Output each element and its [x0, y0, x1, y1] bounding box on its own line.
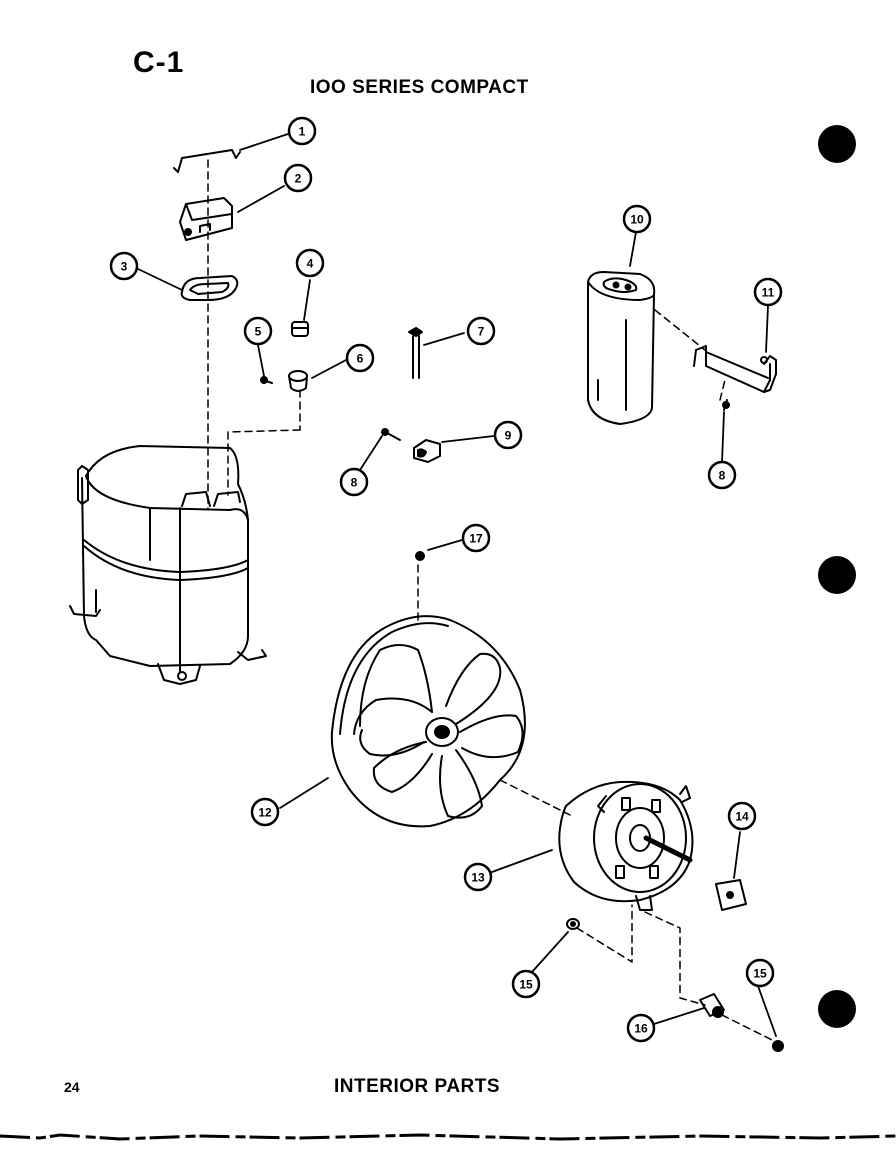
callout-circle: [461, 523, 491, 553]
callout-circle: [707, 460, 737, 490]
callout-15: 15: [745, 958, 775, 988]
bracket: [693, 345, 777, 393]
callout-circle: [727, 801, 757, 831]
callout-label: 6: [357, 352, 364, 366]
alignment-lines: [207, 159, 773, 1041]
binder-hole: [818, 125, 856, 163]
callout-10: 10: [622, 204, 652, 234]
retainer-clip: [173, 149, 241, 173]
callout-5: 5: [243, 316, 273, 346]
grommet-mount: [699, 993, 725, 1018]
callout-label: 12: [258, 806, 272, 820]
callout-9: 9: [493, 420, 523, 450]
binder-hole: [818, 556, 856, 594]
callout-label: 17: [469, 532, 483, 546]
callout-circle: [339, 467, 369, 497]
plate: [715, 879, 747, 911]
callout-circle: [753, 277, 783, 307]
callout-label: 2: [295, 172, 302, 186]
callout-7: 7: [466, 316, 496, 346]
callout-label: 8: [351, 476, 358, 490]
scan-edge: [0, 1133, 896, 1141]
push-nut: [772, 1040, 784, 1052]
callout-label: 7: [478, 325, 485, 339]
bolt: [408, 327, 423, 379]
callout-14: 14: [727, 801, 757, 831]
callout-label: 11: [762, 286, 775, 300]
callout-label: 3: [121, 260, 128, 274]
callout-circle: [345, 343, 375, 373]
callout-circle: [745, 958, 775, 988]
callout-12: 12: [250, 797, 280, 827]
spacer: [288, 370, 308, 392]
callout-15: 15: [511, 969, 541, 999]
binder-hole: [818, 990, 856, 1028]
callout-circle: [626, 1013, 656, 1043]
callout-1: 1: [287, 116, 317, 146]
sheet-id: C-1: [133, 46, 185, 79]
callout-13: 13: [463, 862, 493, 892]
nut: [566, 918, 580, 930]
clamp: [413, 439, 441, 463]
callout-4: 4: [295, 248, 325, 278]
callout-circle: [250, 797, 280, 827]
screw: [722, 399, 730, 411]
compressor: [69, 445, 267, 685]
terminal-cover: [179, 197, 233, 241]
callout-11: 11: [753, 277, 783, 307]
callout-label: 4: [307, 257, 314, 271]
callout-label: 14: [735, 810, 749, 824]
footer-title: INTERIOR PARTS: [334, 1076, 501, 1097]
callout-label: 9: [505, 429, 512, 443]
callout-2: 2: [283, 163, 313, 193]
callout-circle: [109, 251, 139, 281]
callout-label: 1: [299, 125, 306, 139]
callout-16: 16: [626, 1013, 656, 1043]
callout-label: 15: [519, 978, 533, 992]
fan-motor: [558, 780, 694, 911]
callout-label: 13: [471, 871, 485, 885]
callout-8: 8: [339, 467, 369, 497]
screw: [260, 376, 273, 384]
callout-circle: [463, 862, 493, 892]
leader-lines: [135, 133, 777, 1037]
sheet-title: IOO SERIES COMPACT: [310, 77, 529, 98]
callout-label: 16: [634, 1022, 648, 1036]
callout-circle: [295, 248, 325, 278]
page-number: 24: [64, 1079, 80, 1095]
callout-circle: [493, 420, 523, 450]
callout-circle: [283, 163, 313, 193]
capacitor: [587, 271, 656, 425]
callout-8: 8: [707, 460, 737, 490]
callout-17: 17: [461, 523, 491, 553]
callout-label: 5: [255, 325, 262, 339]
screw: [381, 428, 401, 441]
fan-blade: [330, 551, 526, 828]
callout-circle: [622, 204, 652, 234]
callout-label: 15: [753, 967, 767, 981]
gasket: [180, 275, 239, 301]
callout-circle: [243, 316, 273, 346]
callout-3: 3: [109, 251, 139, 281]
callout-label: 10: [630, 213, 644, 227]
callout-circle: [287, 116, 317, 146]
callout-label: 8: [719, 469, 726, 483]
callout-6: 6: [345, 343, 375, 373]
callout-circle: [466, 316, 496, 346]
callout-circle: [511, 969, 541, 999]
grommet: [291, 321, 309, 337]
